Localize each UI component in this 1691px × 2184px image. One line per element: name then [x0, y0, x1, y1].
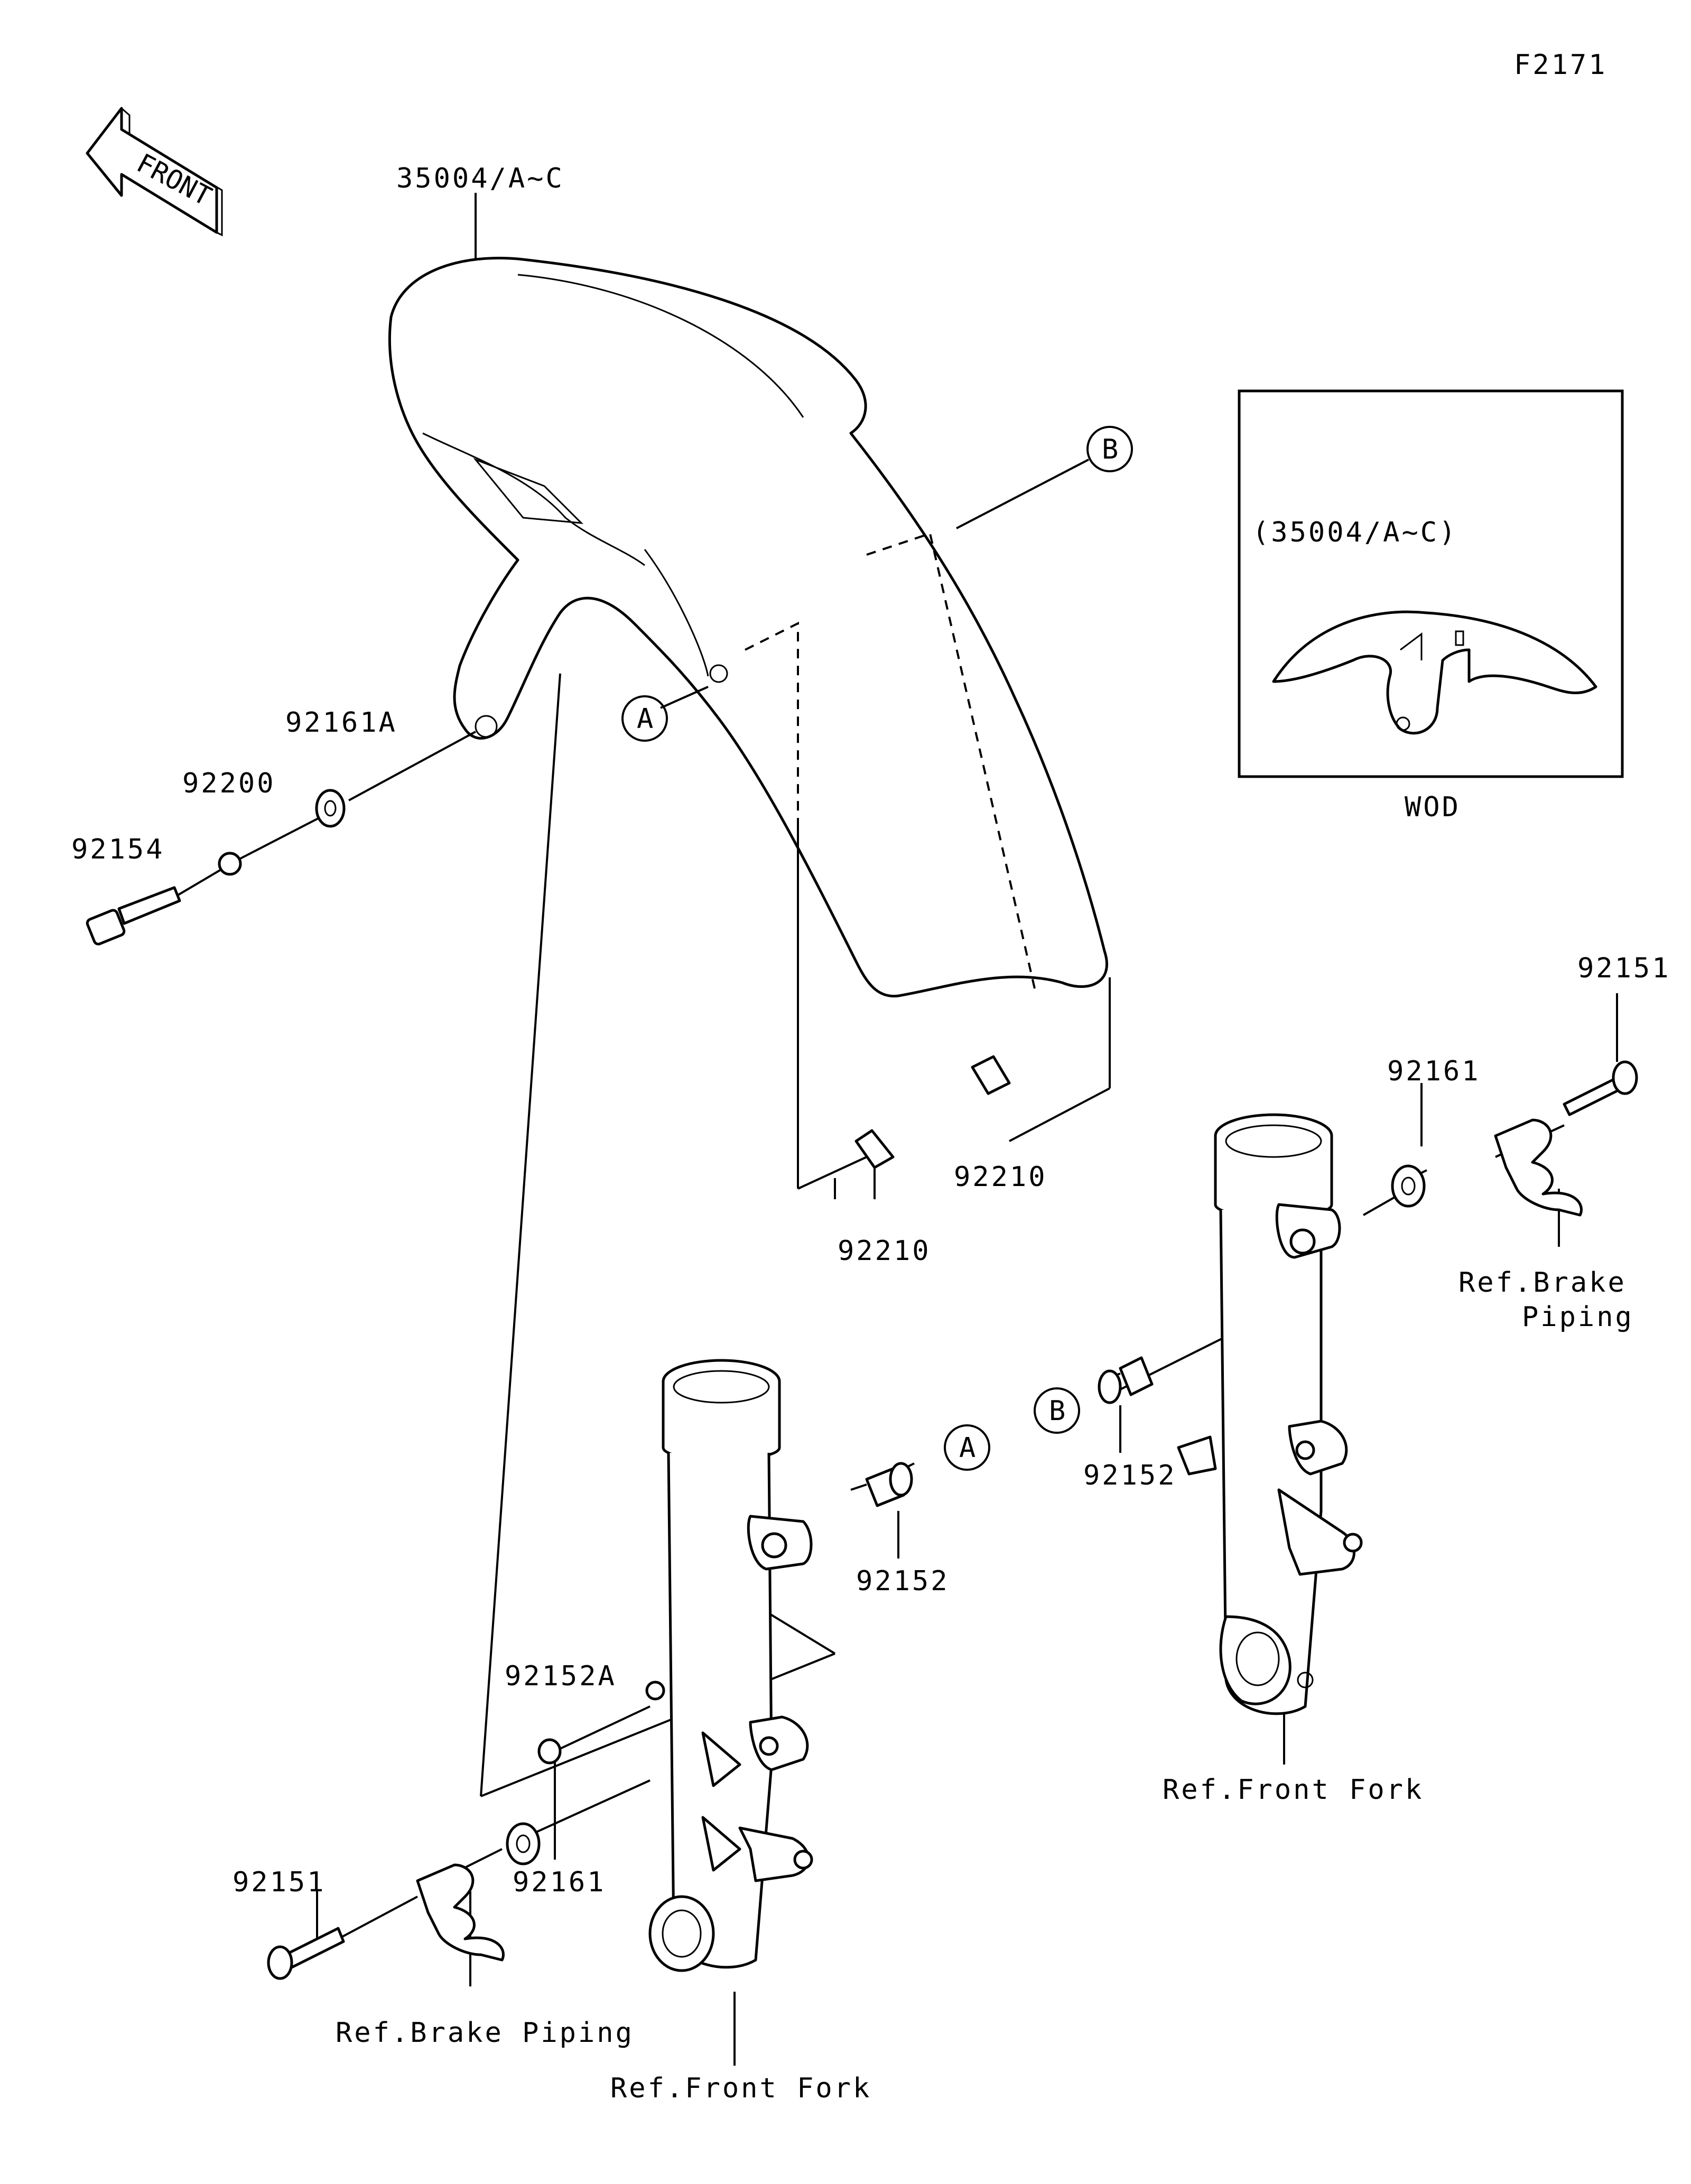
- front-fork-right: [1177, 1113, 1363, 1715]
- ref-brake-piping-left: Ref.Brake Piping: [336, 2017, 634, 2049]
- bolt-92152-b: [1098, 1356, 1154, 1404]
- front-fork-left: [645, 1359, 813, 1972]
- callout-clip-upper: 92210: [954, 1161, 1047, 1193]
- ref-front-fork-right: Ref.Front Fork: [1163, 1774, 1424, 1806]
- ref-brake-piping-right-line1: Ref.Brake: [1458, 1267, 1627, 1299]
- svg-text:A: A: [959, 1432, 978, 1464]
- callout-bolt-right: 92151: [1577, 953, 1671, 984]
- clip-92210-upper: [971, 1055, 1011, 1095]
- marker-a-fork: A: [944, 1424, 990, 1471]
- svg-text:B: B: [1049, 1395, 1067, 1427]
- bolt-92151-left: [267, 1927, 345, 1980]
- marker-b-fork: B: [1034, 1387, 1080, 1434]
- washer-92200: [218, 852, 242, 876]
- collar-92161a: [315, 789, 346, 828]
- callout-plug: 92152A: [505, 1660, 617, 1692]
- plug-92152a: [537, 1738, 562, 1765]
- inset-caption: WOD: [1405, 791, 1461, 823]
- bolt-92151-right: [1563, 1060, 1638, 1116]
- callout-collar-right: 92161: [1387, 1056, 1481, 1087]
- callout-collar-a: 92161A: [285, 707, 397, 739]
- bolt-92152-a: [865, 1462, 913, 1507]
- inset-variant-box: (35004/A~C) WOD: [1238, 389, 1624, 823]
- hidden-line-upper: [866, 532, 1037, 994]
- brake-piping-clamp-right: [1494, 1118, 1583, 1217]
- callout-washer: 92200: [182, 768, 276, 799]
- marker-b-fender: B: [1086, 426, 1133, 472]
- collar-92161-left: [506, 1822, 541, 1865]
- marker-a-fender: A: [621, 695, 668, 742]
- figure-code: F2171: [1514, 49, 1608, 81]
- svg-text:B: B: [1102, 434, 1120, 465]
- callout-bolt: 92154: [71, 834, 165, 865]
- inset-fender-variant: [1272, 610, 1597, 735]
- front-fender: [388, 257, 1108, 998]
- collar-92161-right: [1391, 1164, 1426, 1208]
- bolt-92154: [86, 886, 181, 946]
- callout-bolt-left: 92151: [233, 1866, 326, 1898]
- inset-title: (35004/A~C): [1252, 517, 1457, 548]
- ref-brake-piping-right-line2: Piping: [1522, 1301, 1634, 1333]
- svg-text:A: A: [637, 703, 655, 735]
- clip-92210-lower: [854, 1129, 895, 1169]
- callout-fender: 35004/A~C: [396, 163, 564, 194]
- callout-bolt-a: 92152: [856, 1565, 950, 1597]
- brake-piping-clamp-left: [416, 1863, 505, 1962]
- ref-front-fork-left: Ref.Front Fork: [610, 2073, 871, 2104]
- callout-bolt-b: 92152: [1083, 1460, 1177, 1491]
- hidden-line-lower: [745, 621, 799, 824]
- callout-clip-lower: 92210: [838, 1235, 931, 1267]
- callout-collar-left: 92161: [513, 1866, 606, 1898]
- front-arrow-icon: FRONT: [86, 107, 223, 237]
